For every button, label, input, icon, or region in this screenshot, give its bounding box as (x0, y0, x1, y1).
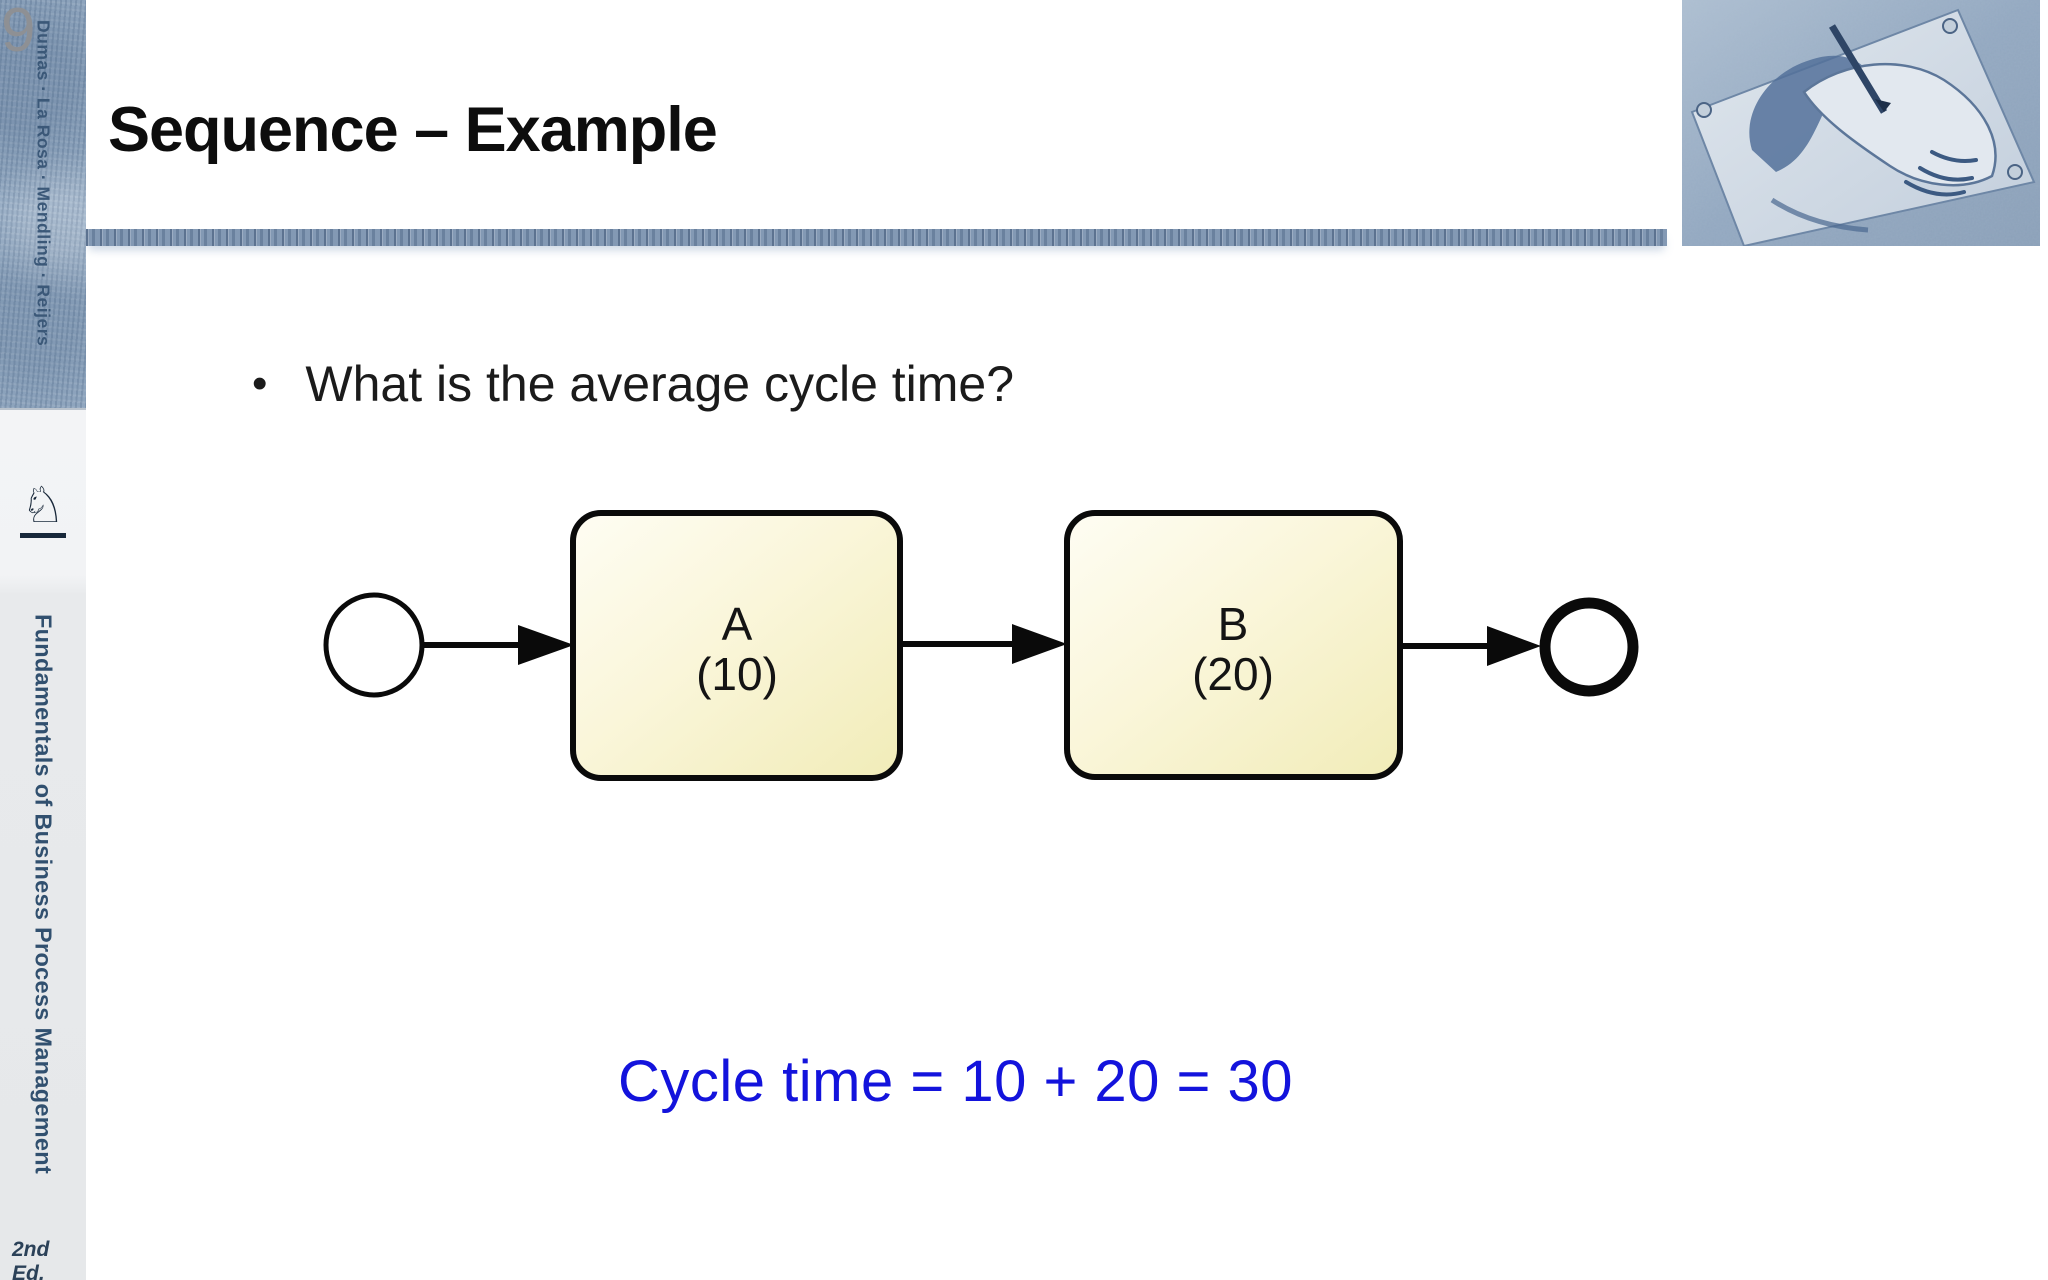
spine-book-title: Fundamentals of Business Process Managem… (0, 614, 86, 1174)
knight-glyph: ♘ (20, 476, 66, 534)
slide-number: 9 (1, 0, 36, 65)
page-title: Sequence – Example (108, 95, 718, 165)
pencil-tip (1875, 99, 1891, 112)
bullet-item: • What is the average cycle time? (252, 352, 1014, 417)
task-a-label: A (722, 598, 753, 650)
knight-underline (20, 533, 66, 538)
spine-lower-section (0, 410, 86, 1280)
end-event (1539, 597, 1639, 697)
pencil (1829, 24, 1887, 114)
book-spine: Dumas · La Rosa · Mendling · Reijers ♘ F… (0, 0, 86, 1280)
task-a-duration: (10) (696, 648, 778, 700)
arrowhead-icon (1487, 626, 1541, 666)
spine-edition: 2nd Ed. (12, 1238, 50, 1280)
springer-knight-icon: ♘ (0, 480, 86, 538)
arrowhead-icon (518, 625, 574, 665)
spine-book-title-text: Fundamentals of Business Process Managem… (30, 614, 57, 1175)
push-pin (2007, 164, 2023, 180)
escher-drawing-hands-image (1682, 0, 2040, 248)
hand-fingers (1904, 150, 1978, 197)
spine-cover-texture: Dumas · La Rosa · Mendling · Reijers (0, 0, 86, 410)
arrowhead-icon (1012, 624, 1067, 664)
answer-text: Cycle time = 10 + 20 = 30 (618, 1049, 1294, 1114)
task-b-label: B (1218, 598, 1249, 650)
sleeve-line (1770, 197, 1869, 233)
escher-art-svg (1682, 0, 2040, 248)
spine-authors-text: Dumas · La Rosa · Mendling · Reijers (33, 20, 54, 347)
spine-authors: Dumas · La Rosa · Mendling · Reijers (0, 20, 86, 346)
bullet-text: What is the average cycle time? (305, 356, 1015, 412)
drawing-hand (1802, 63, 1997, 187)
bullet-marker: • (252, 359, 268, 408)
bpmn-diagram: A (10) B (20) (323, 510, 1639, 781)
task-b-duration: (20) (1192, 648, 1274, 700)
push-pin (1696, 102, 1712, 118)
push-pin (1942, 18, 1958, 34)
start-event (323, 592, 425, 698)
title-rule (86, 229, 1667, 246)
